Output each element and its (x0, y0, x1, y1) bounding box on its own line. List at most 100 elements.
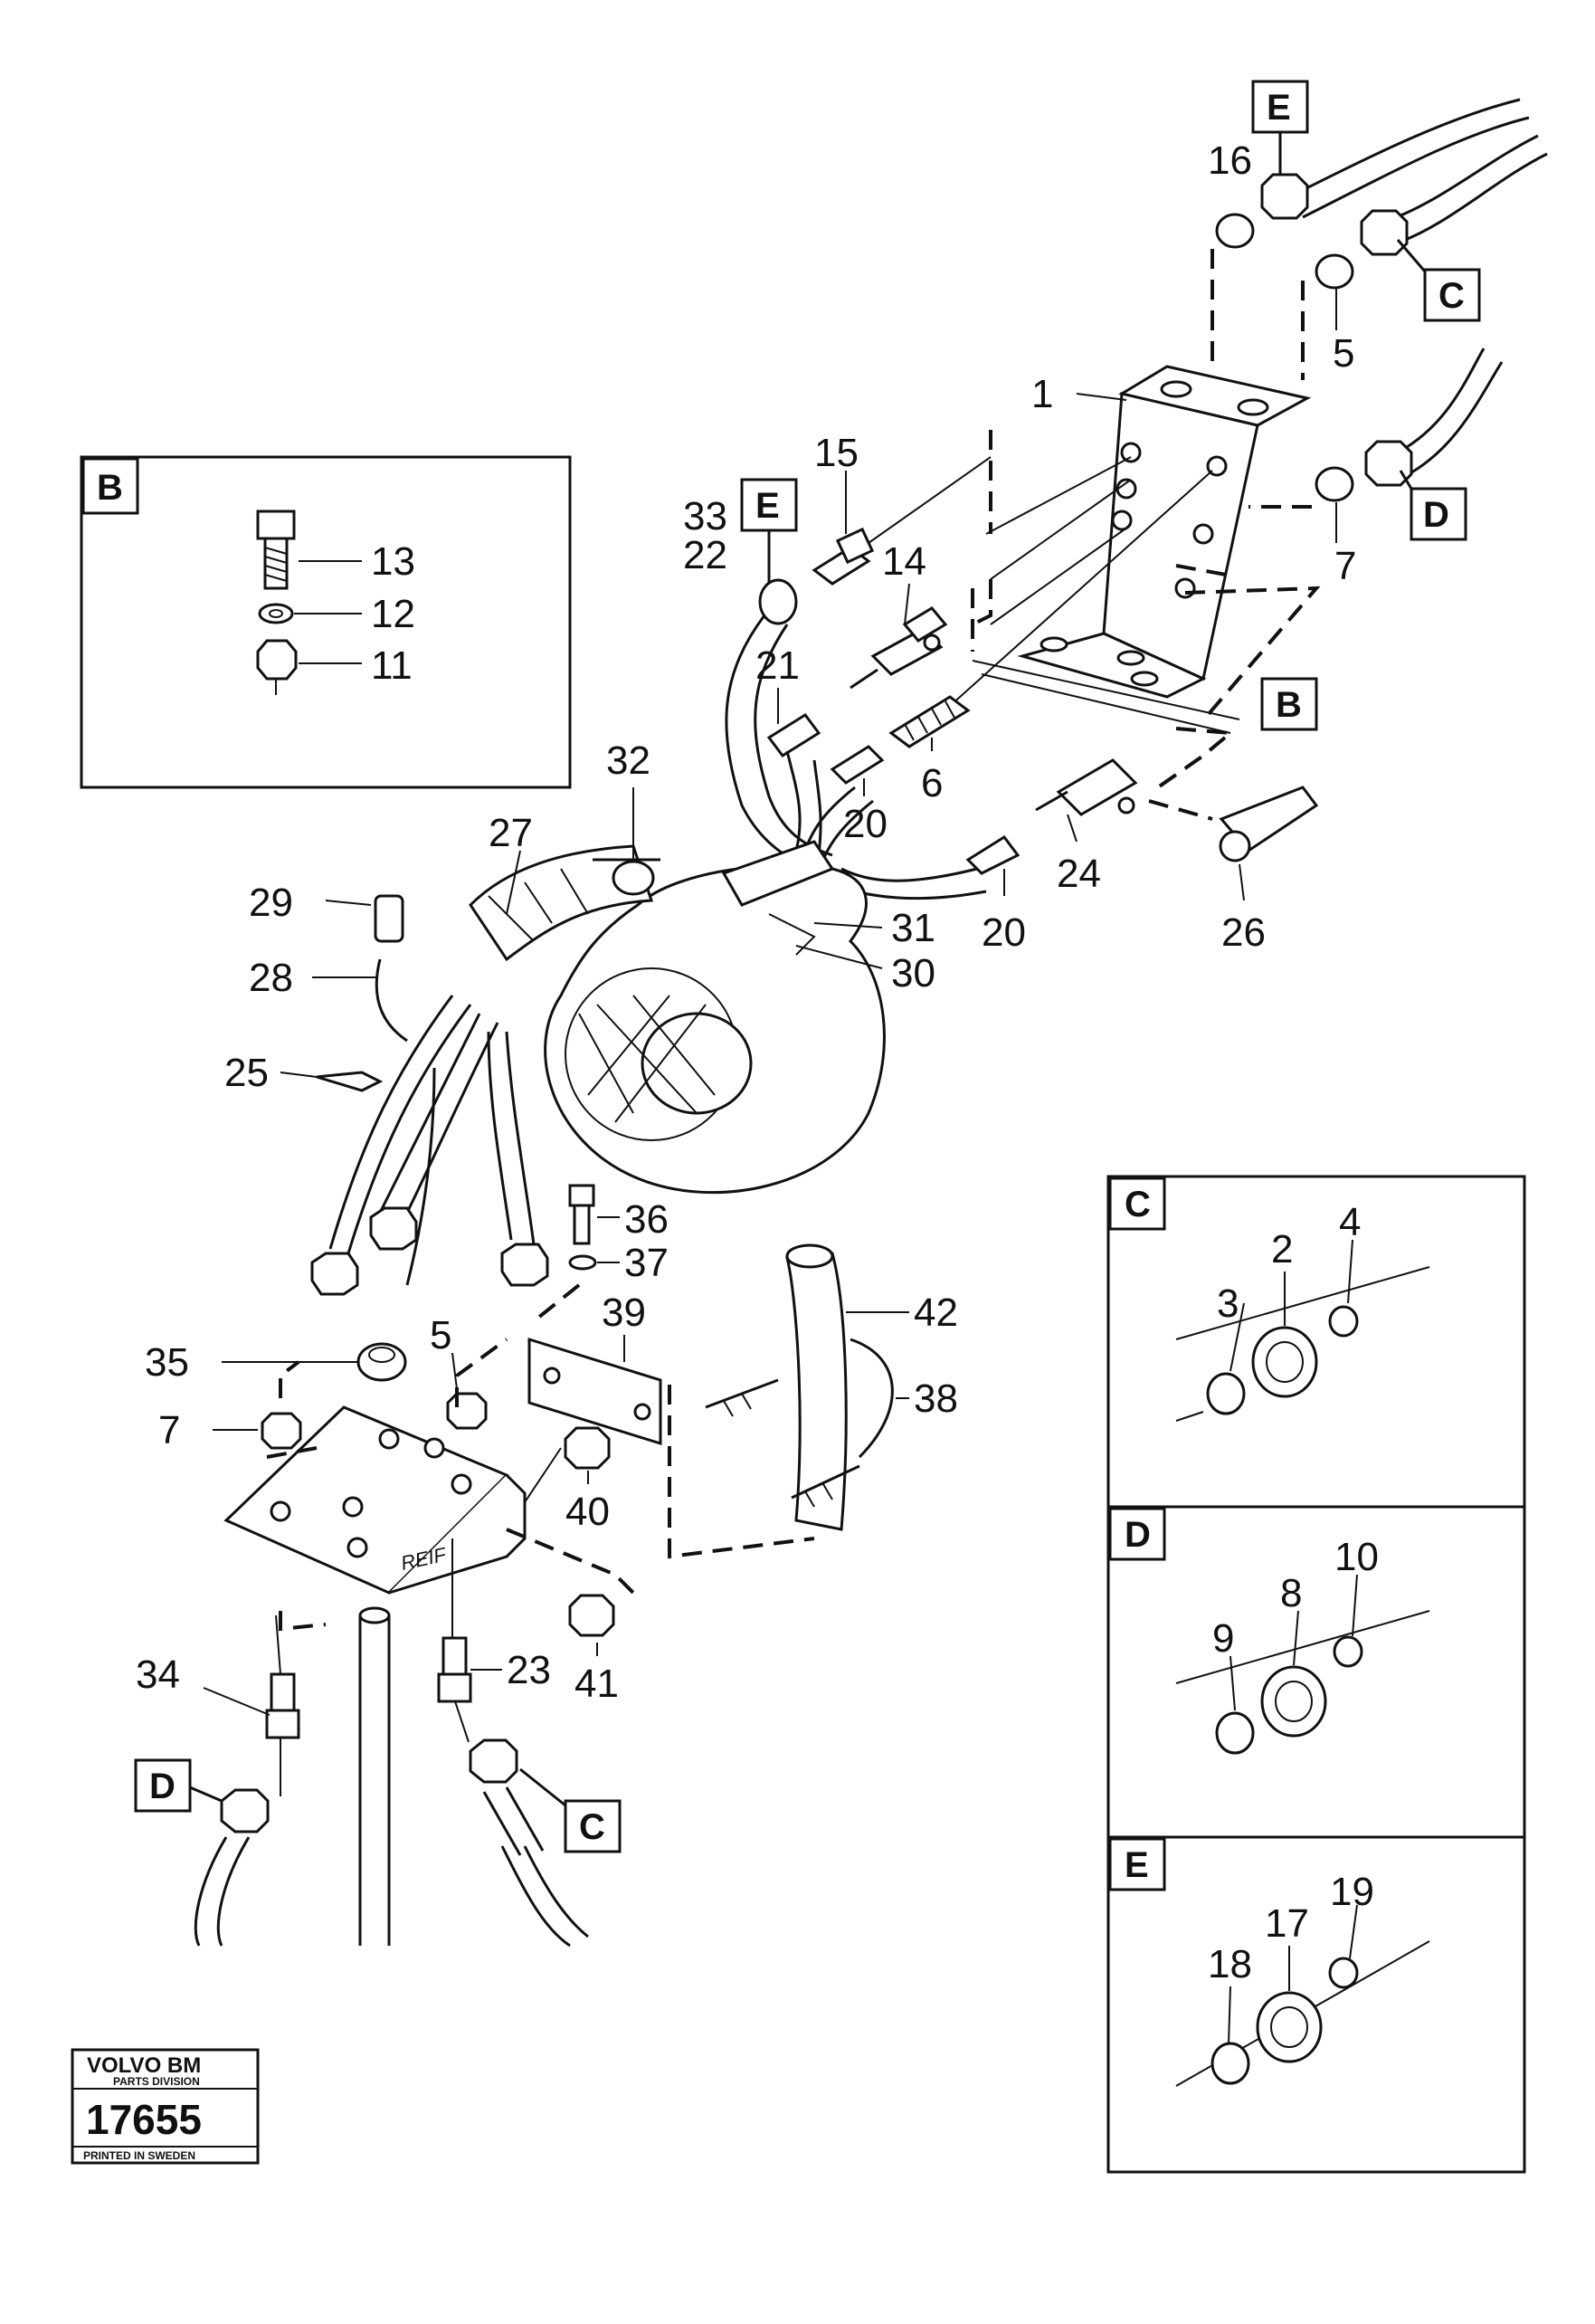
callout-5-bottom: 5 (430, 1313, 451, 1357)
callout-37: 37 (624, 1241, 669, 1285)
inset-b-label: B (97, 468, 123, 508)
hose-nut (1360, 209, 1409, 256)
fittings-group: 15 14 6 24 26 20 20 2 (755, 430, 1321, 955)
sleeve (1315, 253, 1354, 290)
callout-34: 34 (136, 1653, 180, 1697)
sleeve (1210, 2042, 1250, 2085)
callout-24: 24 (1057, 852, 1101, 896)
inset-c-label: C (1125, 1185, 1151, 1224)
olive (1328, 1957, 1359, 1989)
callout-39: 39 (602, 1291, 646, 1335)
clamp-plate (527, 1337, 662, 1446)
nut (1251, 1326, 1318, 1398)
callout-16: 16 (1208, 138, 1252, 183)
callout-14: 14 (882, 539, 926, 584)
hole (1174, 577, 1196, 599)
callout-33: 33 (683, 494, 727, 538)
callout-19: 19 (1330, 1870, 1374, 1914)
ref-d-bottom: D (149, 1767, 176, 1806)
ref-c-bottom: C (579, 1807, 605, 1847)
hole (1237, 398, 1269, 416)
lower-bracket: 36 37 REIF 35 5 7 (134, 1184, 958, 1948)
pipe-42 (785, 1252, 848, 1531)
washer (258, 603, 294, 624)
clamp (721, 840, 835, 907)
sleeve (1315, 466, 1354, 502)
sleeve (1206, 1372, 1246, 1415)
callout-18: 18 (1208, 1942, 1252, 1986)
nut (256, 639, 298, 681)
callout-8: 8 (1280, 1571, 1302, 1615)
callout-11: 11 (371, 643, 413, 688)
callout-40: 40 (565, 1490, 610, 1534)
callout-31: 31 (891, 906, 935, 950)
callout-26: 26 (1221, 910, 1266, 955)
callout-6: 6 (921, 761, 943, 805)
callout-20-a: 20 (843, 802, 888, 846)
hole (1130, 671, 1159, 687)
callout-20-b: 20 (982, 910, 1026, 955)
hole (1192, 523, 1214, 545)
olive (1333, 1635, 1363, 1668)
hole (1111, 510, 1133, 531)
callout-12: 12 (371, 592, 415, 636)
callout-9: 9 (1212, 1616, 1234, 1661)
inset-d-label: D (1125, 1515, 1151, 1555)
sleeve (1215, 1711, 1255, 1755)
callout-21: 21 (755, 643, 800, 688)
ref-e-top: E (1267, 88, 1291, 128)
hole (1116, 650, 1145, 666)
stamp-printed: PRINTED IN SWEDEN (83, 2149, 195, 2162)
cable-tie (316, 1071, 384, 1092)
nut (1256, 1991, 1323, 2063)
callout-7-top: 7 (1334, 544, 1356, 588)
callout-36: 36 (624, 1197, 669, 1242)
callout-15: 15 (814, 431, 859, 475)
top-connections: E 16 C 5 D 7 (1208, 80, 1548, 588)
stamp-number: 17655 (86, 2096, 202, 2143)
bolt-shank (263, 537, 289, 590)
stamp-brand: VOLVO BM (87, 2053, 201, 2078)
callout-25: 25 (224, 1051, 269, 1095)
stamp-division: PARTS DIVISION (113, 2075, 200, 2088)
callout-28: 28 (249, 956, 293, 1000)
ref-b-right: B (1276, 685, 1302, 725)
ring (612, 860, 655, 896)
callout-13: 13 (371, 539, 415, 584)
callout-4: 4 (1339, 1200, 1361, 1244)
inset-b: B 13 12 11 (80, 455, 572, 789)
callout-5-top: 5 (1333, 331, 1354, 376)
bracket-1: 1 (1017, 365, 1312, 699)
ref-c-top: C (1438, 276, 1465, 316)
turbocharger-assembly: E 33 22 32 31 30 (224, 478, 987, 1296)
hose-nut (1260, 173, 1309, 220)
sleeve-29 (374, 894, 404, 943)
tee-fitting (1056, 758, 1138, 816)
callout-7-bottom: 7 (158, 1408, 180, 1452)
ref-e-left: E (755, 486, 780, 526)
volvo-parts-stamp: VOLVO BM PARTS DIVISION 17655 PRINTED IN… (71, 2048, 260, 2165)
ref-d-top: D (1423, 495, 1449, 535)
callout-2: 2 (1271, 1227, 1293, 1272)
callout-10: 10 (1334, 1535, 1379, 1579)
callout-3: 3 (1217, 1281, 1239, 1326)
callout-1: 1 (1031, 372, 1053, 416)
hole (1040, 636, 1068, 652)
callout-41: 41 (574, 1662, 619, 1706)
callout-27: 27 (489, 811, 533, 855)
inset-column: C 3 2 4 D 9 8 10 E (1106, 1175, 1526, 2174)
callout-38: 38 (914, 1376, 958, 1421)
hole (1160, 380, 1192, 398)
callout-35: 35 (145, 1340, 189, 1385)
callout-42: 42 (914, 1291, 958, 1335)
callout-17: 17 (1265, 1901, 1309, 1946)
sleeve (1215, 213, 1255, 249)
hose-nut (1364, 440, 1413, 487)
callout-29: 29 (249, 881, 293, 925)
callout-22: 22 (683, 533, 727, 577)
bolt-head (256, 510, 296, 540)
nut (1260, 1665, 1327, 1738)
callout-32: 32 (606, 738, 650, 783)
callout-30: 30 (891, 951, 935, 995)
